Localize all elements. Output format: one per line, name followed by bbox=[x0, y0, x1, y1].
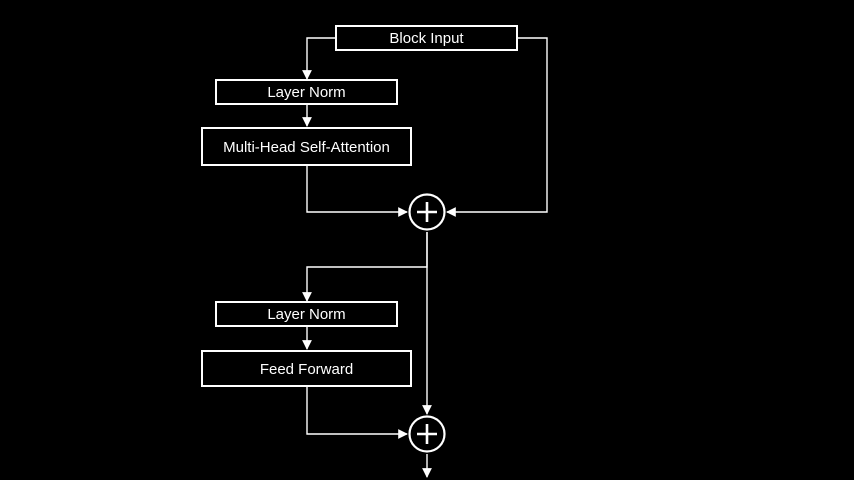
layer-norm-2-node: Layer Norm bbox=[215, 301, 398, 327]
connectors bbox=[302, 37, 548, 478]
attention-label: Multi-Head Self-Attention bbox=[223, 139, 390, 156]
edge-add-1-to-layernorm-2 bbox=[302, 232, 428, 302]
layer-norm-1-label: Layer Norm bbox=[267, 84, 345, 101]
block-input-node: Block Input bbox=[335, 25, 518, 51]
edge-input-to-layernorm-1 bbox=[302, 37, 336, 80]
feed-forward-node: Feed Forward bbox=[201, 350, 412, 387]
feed-forward-label: Feed Forward bbox=[260, 361, 353, 378]
add-node-1 bbox=[408, 193, 446, 231]
layer-norm-1-node: Layer Norm bbox=[215, 79, 398, 105]
edge-attention-to-add-1 bbox=[306, 166, 408, 217]
attention-node: Multi-Head Self-Attention bbox=[201, 127, 412, 166]
layer-norm-2-label: Layer Norm bbox=[267, 306, 345, 323]
edge-feedforward-to-add-2 bbox=[306, 387, 408, 439]
add-node-2 bbox=[408, 415, 446, 453]
edge-residual-skip-1 bbox=[446, 37, 548, 217]
block-input-label: Block Input bbox=[389, 30, 464, 47]
